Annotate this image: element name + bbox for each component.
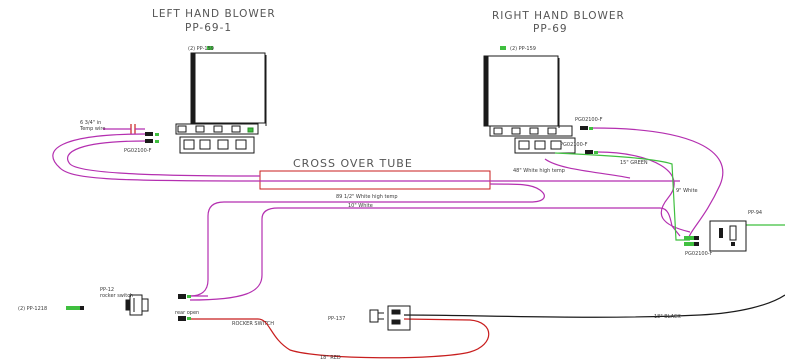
right-connector-mid-icon bbox=[585, 150, 598, 154]
outlet-connector-label: PG02100-F bbox=[685, 251, 713, 257]
left-blower-title: LEFT HAND BLOWER bbox=[152, 8, 276, 20]
cross-over-tube-label: CROSS OVER TUBE bbox=[293, 157, 413, 170]
left-blower-part: PP-69-1 bbox=[185, 22, 232, 34]
rocker-switch-icon bbox=[125, 294, 149, 316]
left-end-connector-icon bbox=[66, 306, 84, 310]
left-end-part-label: (2) PP-1218 bbox=[18, 306, 47, 312]
left-connector-icon bbox=[145, 132, 159, 143]
white-9-label: 9" White bbox=[676, 188, 698, 194]
right-connector-mid-label: PG02100-F bbox=[560, 142, 588, 148]
rear-label: rear open bbox=[175, 310, 199, 316]
black-wire-label: 18" BLACK bbox=[654, 314, 681, 320]
white-hightemp-long-label: 89 1/2" White high temp bbox=[336, 194, 398, 200]
wire-top-left-label: 6 3/4" in bbox=[80, 120, 101, 126]
red-wire-label: 18" RED bbox=[320, 355, 341, 361]
red-wire bbox=[191, 318, 490, 359]
wire-top-left-label-2: Temp wire bbox=[79, 126, 105, 132]
green-15-label: 15" GREEN bbox=[620, 160, 648, 166]
left-capacitor-icon bbox=[130, 124, 136, 134]
white-10-label: 10" White bbox=[348, 203, 373, 209]
switch-desc-label: rocker switch bbox=[100, 293, 133, 299]
right-motor-part-label: (2) PP-159 bbox=[510, 46, 536, 52]
right-blower bbox=[483, 55, 576, 154]
white-temp-lamp-label: 48" White high temp bbox=[513, 168, 565, 174]
plug-icon bbox=[369, 305, 411, 331]
cross-over-tube bbox=[259, 170, 491, 190]
plug-part-label: PP-137 bbox=[328, 316, 345, 322]
outlet-connector-icon bbox=[684, 236, 699, 246]
right-blower-title: RIGHT HAND BLOWER bbox=[492, 10, 625, 22]
switch-part-label: PP-12 bbox=[100, 287, 114, 293]
green-wiring bbox=[554, 152, 785, 241]
magenta-wiring bbox=[52, 127, 724, 301]
left-motor-part-label: (2) PP-159 bbox=[188, 46, 214, 52]
right-motor-icon bbox=[500, 46, 506, 50]
right-blower-part: PP-69 bbox=[533, 23, 568, 35]
left-connector-label: PG02100-F bbox=[124, 148, 152, 154]
left-blower bbox=[175, 52, 267, 154]
black-wire bbox=[403, 294, 785, 318]
right-connector-top-icon bbox=[580, 126, 593, 130]
outlet-part-label: PP-94 bbox=[748, 210, 762, 216]
left-motor-icon bbox=[207, 46, 213, 50]
rocker-label: ROCKER SWITCH bbox=[232, 321, 274, 327]
switch-connectors-icon bbox=[178, 294, 191, 321]
outlet-icon bbox=[709, 220, 747, 252]
right-connector-top-label: PG02100-F bbox=[575, 117, 603, 123]
